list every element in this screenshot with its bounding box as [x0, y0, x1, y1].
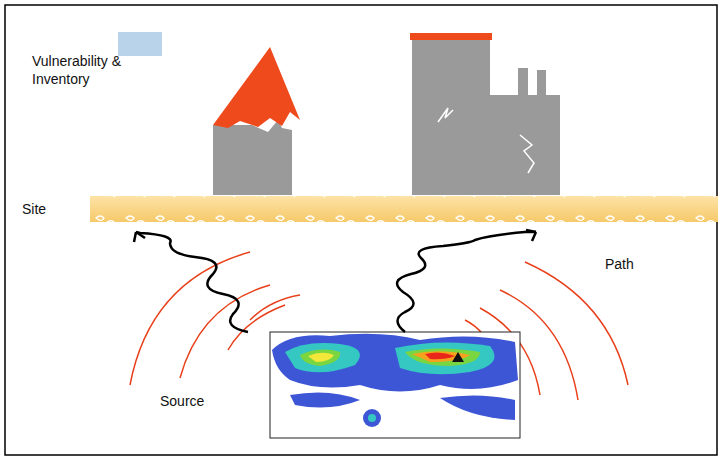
seismic-ray [134, 230, 536, 332]
path-label: Path [605, 255, 685, 273]
title-label: Vulnerability & Inventory [32, 52, 152, 88]
house-wall [213, 120, 292, 195]
crack [438, 108, 534, 173]
tab-bar [118, 32, 162, 56]
building [412, 40, 560, 195]
site-band [90, 196, 718, 222]
frame [5, 5, 717, 455]
site-texture [90, 196, 718, 222]
source-plot [270, 332, 520, 438]
site-label: Site [22, 200, 82, 218]
building-roof [410, 33, 492, 40]
house-roof [213, 47, 300, 128]
source-label: Source [160, 392, 240, 410]
